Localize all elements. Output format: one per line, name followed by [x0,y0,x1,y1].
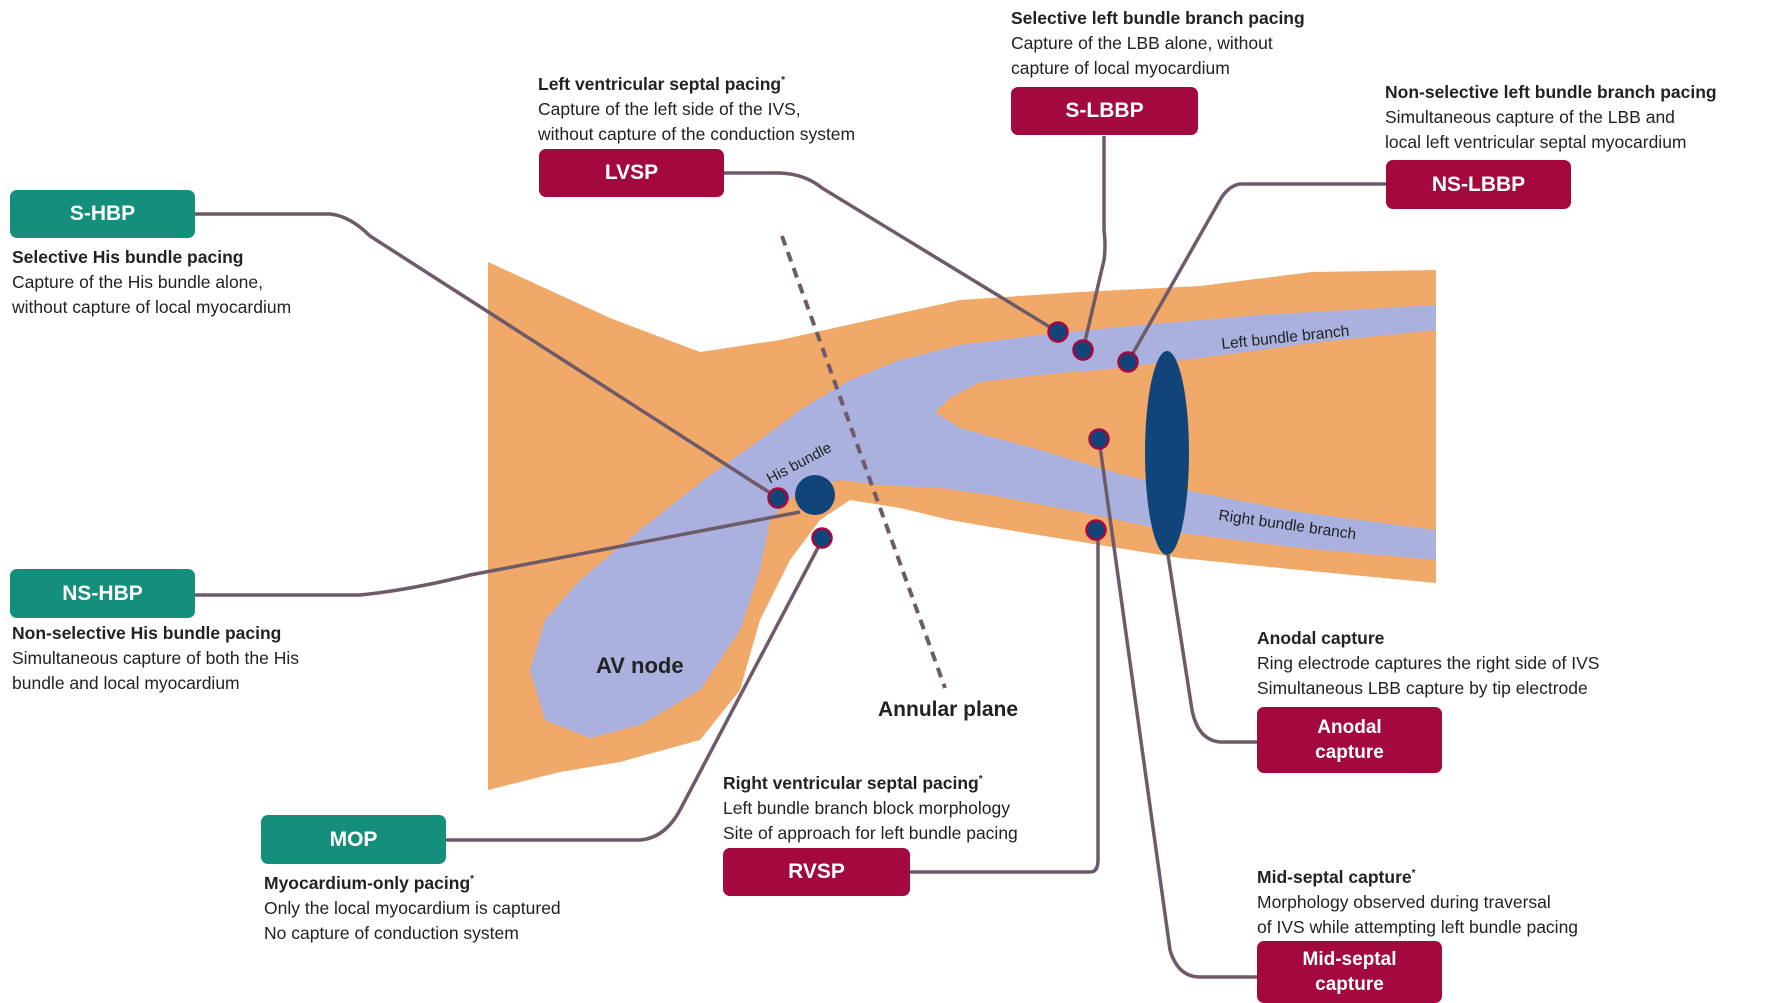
mid-septal-site-dot [1088,428,1110,450]
mid-septal-capture-button[interactable]: Mid-septal capture [1257,941,1442,1003]
mid-septal-line-1: Morphology observed during traversal [1257,891,1551,912]
rvsp-title: Right ventricular septal pacing [723,772,979,793]
ns-lbbp-line-2: local left ventricular septal myocardium [1385,132,1687,152]
lvsp-site-dot [1047,321,1069,343]
mop-button[interactable]: MOP [261,815,446,864]
rvsp-button[interactable]: RVSP [723,848,910,896]
lvsp-line-1: Capture of the left side of the IVS, [538,98,801,119]
mid-septal-title: Mid-septal capture [1257,866,1412,887]
anodal-line-2: Simultaneous LBB capture by tip electrod… [1257,678,1588,698]
lvsp-button[interactable]: LVSP [539,149,724,197]
ns-lbbp-button[interactable]: NS-LBBP [1386,160,1571,209]
s-lbbp-line-2: capture of local myocardium [1011,58,1230,78]
mop-site-dot [811,527,833,549]
lvsp-description: Left ventricular septal pacing* Capture … [538,68,855,147]
ns-lbbp-line-1: Simultaneous capture of the LBB and [1385,107,1675,127]
mop-description: Myocardium-only pacing* Only the local m… [264,867,561,946]
av-node-label: AV node [596,653,684,678]
anodal-line-1: Ring electrode captures the right side o… [1257,653,1600,673]
lvsp-line-2: without capture of the conduction system [538,123,856,144]
mop-line-1: Only the local myocardium is captured [264,897,561,918]
anodal-button-line-2: capture [1315,742,1384,763]
ns-lbbp-title: Non-selective left bundle branch pacing [1385,82,1717,102]
anodal-title: Anodal capture [1257,628,1385,648]
rvsp-connector [910,530,1100,874]
ns-hbp-title: Non-selective His bundle pacing [12,623,282,643]
s-hbp-line-2: without capture of local myocardium [12,297,292,317]
s-hbp-site-dot [767,487,789,509]
s-hbp-button[interactable]: S-HBP [10,190,195,238]
mid-septal-button-line-1: Mid-septal [1302,949,1397,970]
s-lbbp-description: Selective left bundle branch pacing Capt… [1011,6,1305,81]
s-lbbp-line-1: Capture of the LBB alone, without [1011,33,1273,53]
ns-lbbp-description: Non-selective left bundle branch pacing … [1385,80,1717,155]
rvsp-line-1: Left bundle branch block morphology [723,797,1010,818]
rvsp-description: Right ventricular septal pacing* Left bu… [723,767,1018,846]
mop-line-2: No capture of conduction system [264,922,519,943]
s-lbbp-site-dot [1072,339,1094,361]
rvsp-line-2: Site of approach for left bundle pacing [723,822,1018,843]
myocardium-region [488,262,1436,790]
mid-septal-line-2: of IVS while attempting left bundle paci… [1257,916,1579,937]
anodal-capture-button[interactable]: Anodal capture [1257,707,1442,773]
mid-septal-description: Mid-septal capture* Morphology observed … [1257,861,1578,940]
annular-plane-label: Annular plane [878,698,1019,721]
s-lbbp-connector [1081,136,1107,351]
lvsp-title: Left ventricular septal pacing [538,73,782,94]
lvsp-connector [724,171,1059,334]
s-hbp-title: Selective His bundle pacing [12,247,244,267]
ns-hbp-line-1: Simultaneous capture of both the His [12,648,299,668]
ns-hbp-connector [195,510,801,597]
his-bundle-node [795,475,835,515]
ns-lbbp-site-dot [1117,351,1139,373]
s-hbp-connector [195,212,779,500]
lvsp-footnote-mark: * [781,75,786,86]
s-lbbp-title: Selective left bundle branch pacing [1011,8,1305,28]
mop-footnote-mark: * [470,874,475,885]
anodal-connector [1166,554,1258,744]
lead-ellipse [1145,351,1189,555]
mop-connector [446,539,824,842]
mid-septal-button-line-2: capture [1315,974,1384,995]
s-lbbp-button[interactable]: S-LBBP [1011,87,1198,135]
s-hbp-description: Selective His bundle pacing Capture of t… [12,245,291,320]
ns-lbbp-connector [1126,182,1386,363]
ns-hbp-line-2: bundle and local myocardium [12,673,240,693]
rvsp-site-dot [1085,519,1107,541]
anodal-button-line-1: Anodal [1317,717,1382,738]
s-hbp-line-1: Capture of the His bundle alone, [12,272,263,292]
anodal-description: Anodal capture Ring electrode captures t… [1257,626,1599,701]
mop-title: Myocardium-only pacing [264,872,471,893]
ns-hbp-description: Non-selective His bundle pacing Simultan… [12,621,299,696]
rvsp-footnote-mark: * [978,774,983,785]
ns-hbp-button[interactable]: NS-HBP [10,569,195,618]
annular-plane-line [780,235,947,689]
mid-septal-footnote-mark: * [1411,868,1416,879]
mid-septal-connector [1097,438,1258,979]
conduction-system [530,305,1436,738]
